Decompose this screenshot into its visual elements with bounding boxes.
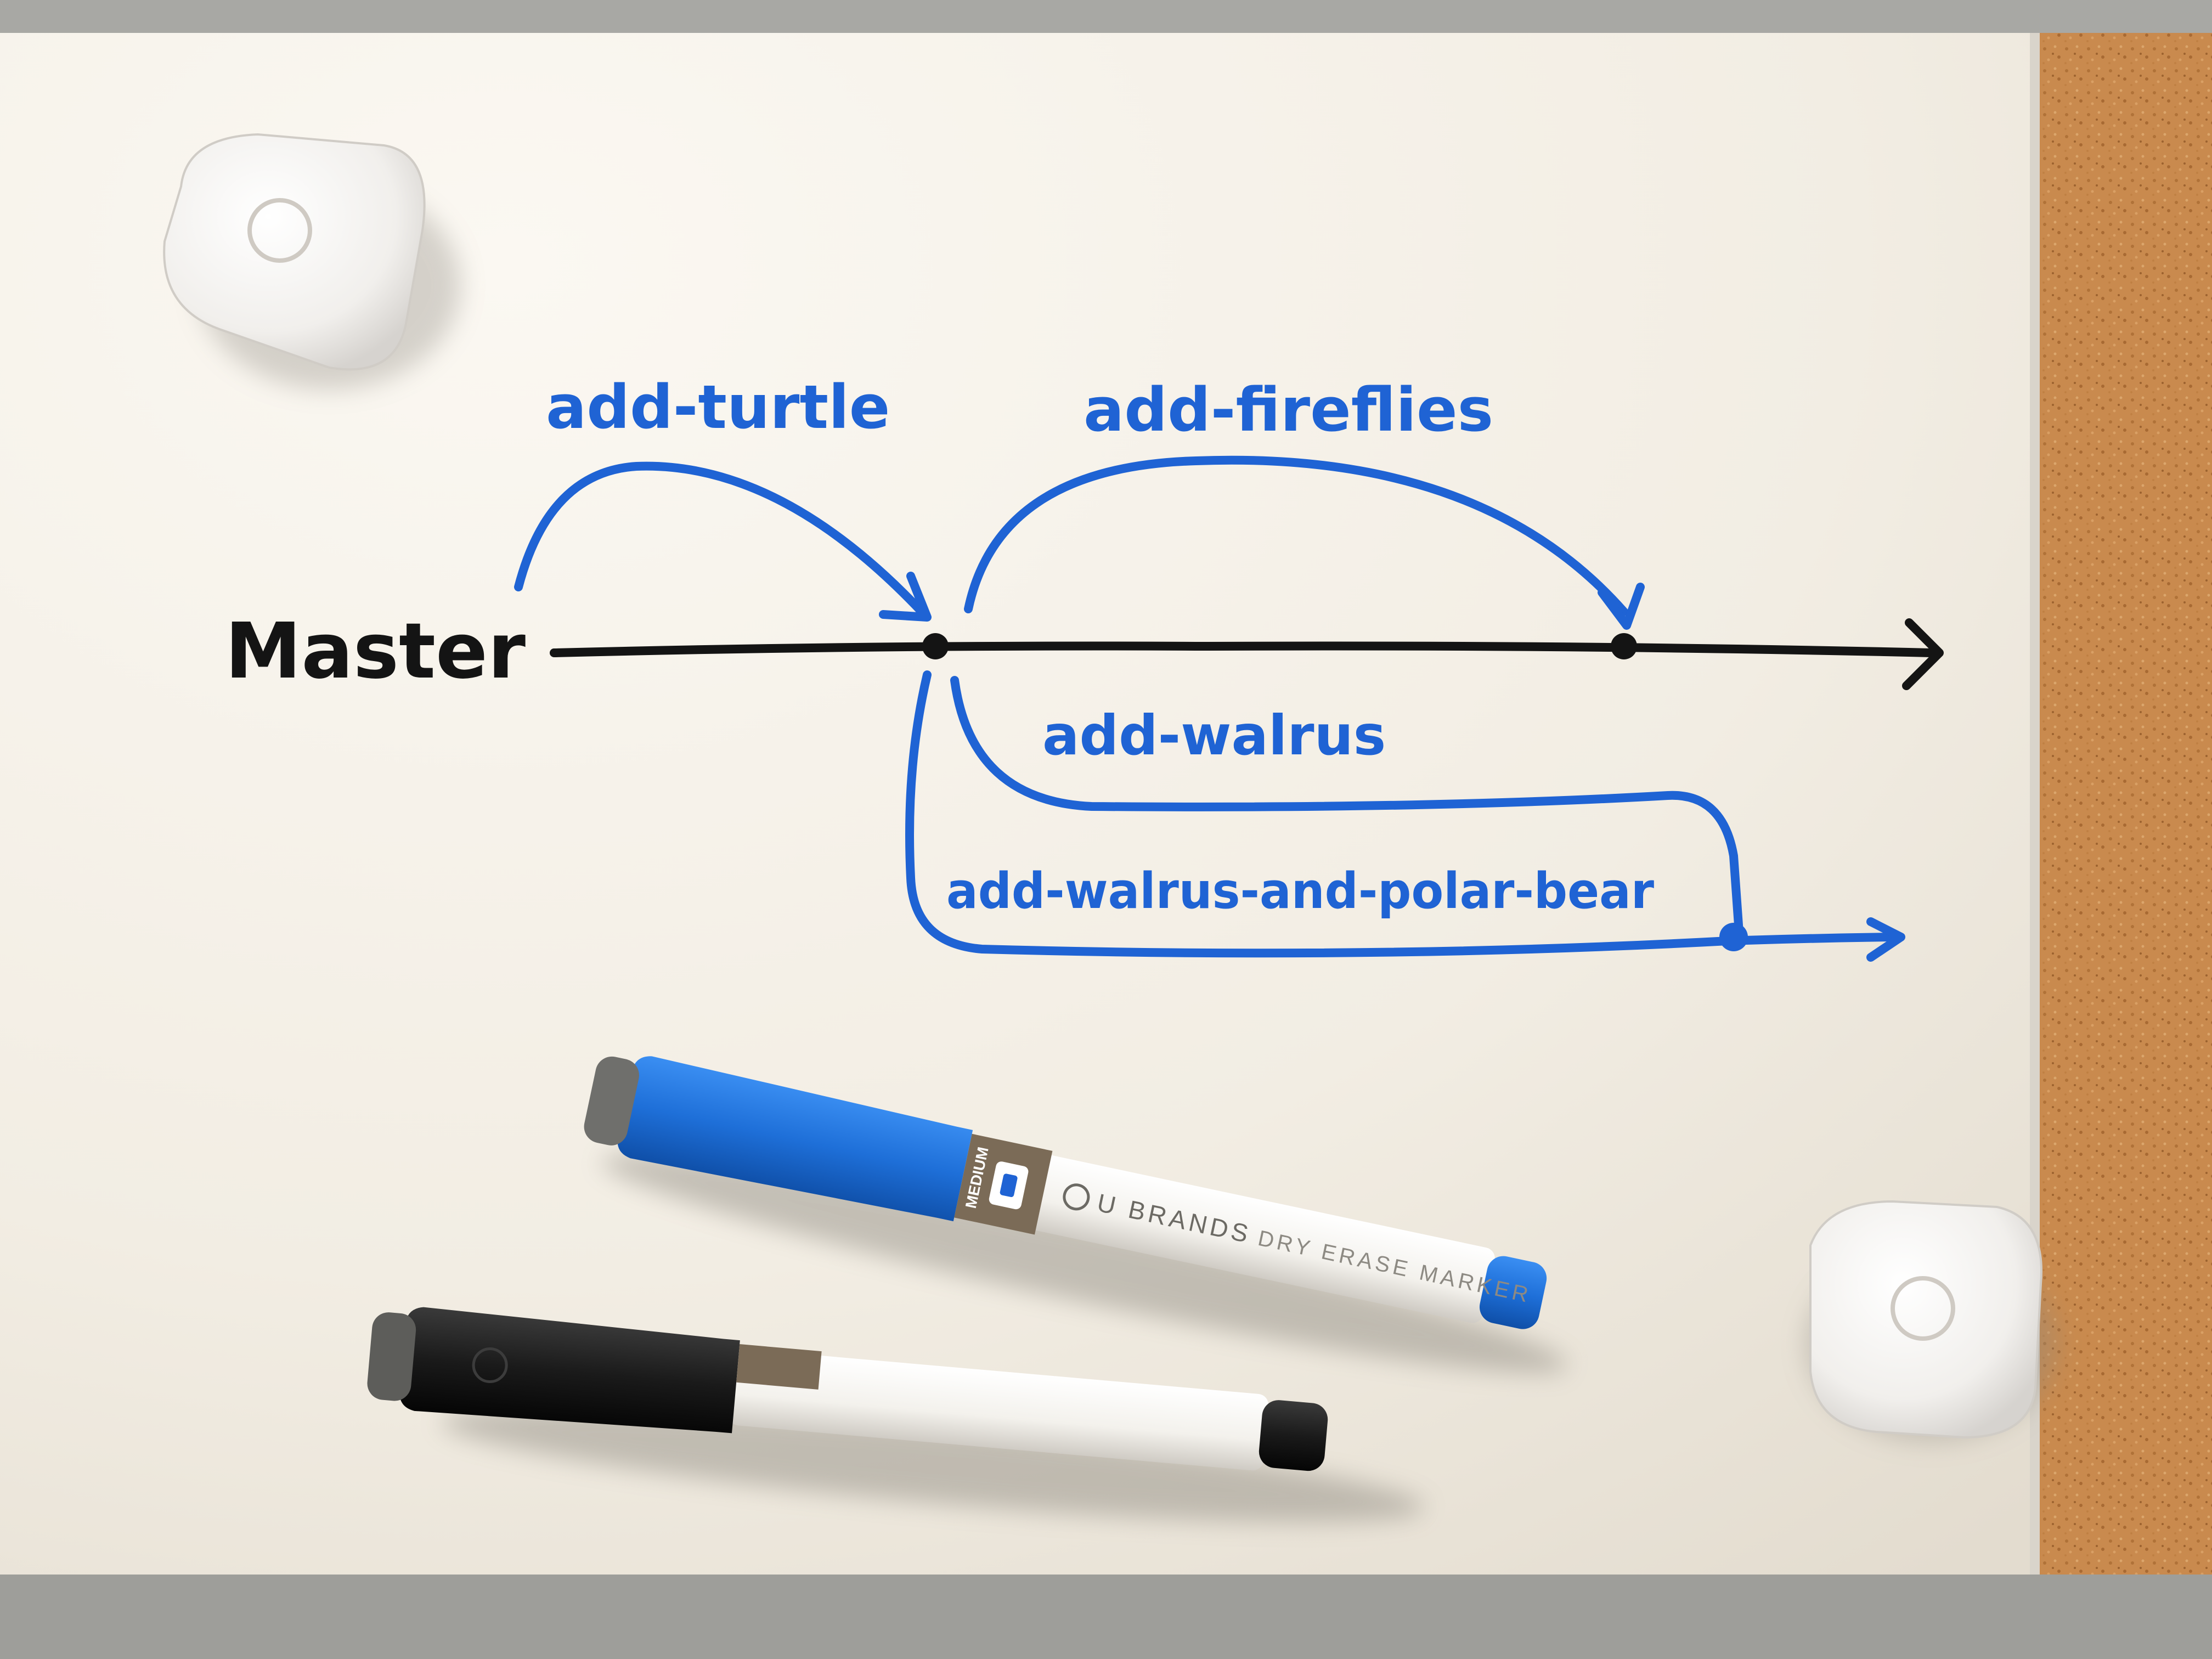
- black-marker-eraser-tip: [367, 1312, 416, 1401]
- master-label: Master: [225, 607, 526, 696]
- magnet-eraser-top-left: [163, 133, 461, 390]
- black-marker-barrel: [728, 1348, 1269, 1471]
- add-walrus-label: add-walrus: [1042, 703, 1386, 768]
- black-marker-end: [1259, 1400, 1328, 1471]
- frame-bottom: [0, 1569, 2212, 1659]
- blue-marker-end: [1479, 1256, 1547, 1329]
- polar-bear-arrowhead: [1866, 917, 1905, 962]
- magnet-eraser-bottom-right: [1805, 1200, 2057, 1443]
- merge-dot: [1719, 923, 1748, 951]
- u-brands-logo-icon: [1063, 1183, 1090, 1211]
- blue-marker-barrel: [951, 1139, 1495, 1323]
- add-walrus-and-polar-bear-branch: [905, 670, 1897, 958]
- black-marker-band: [736, 1344, 822, 1390]
- cork-board: [2035, 33, 2212, 1575]
- add-turtle-label: add-turtle: [546, 372, 890, 442]
- master-arrowhead: [1902, 618, 1944, 690]
- add-turtle-arrowhead: [879, 572, 932, 622]
- commit-dot-1: [922, 633, 949, 659]
- commit-dot-2: [1611, 633, 1637, 659]
- add-fireflies-label: add-fireflies: [1084, 375, 1493, 445]
- blue-marker: MEDIUM U BRANDS DRY ERASE MARKER: [584, 1056, 1568, 1373]
- blue-marker-eraser-tip: [584, 1056, 639, 1146]
- black-marker-logo-icon: [472, 1347, 508, 1384]
- frame-top: [0, 0, 2212, 38]
- add-turtle-arc: [514, 461, 926, 616]
- blue-marker-cap: [617, 1056, 973, 1222]
- cork-divider: [2030, 33, 2040, 1575]
- add-walrus-branch: [950, 676, 1743, 937]
- add-fireflies-arrowhead: [1598, 583, 1645, 630]
- master-line: [550, 641, 1936, 657]
- git-diagram: Master add-turtle add-fireflies add-walr…: [225, 372, 1944, 962]
- add-fireflies-arc: [964, 455, 1628, 616]
- add-walrus-and-polar-bear-label: add-walrus-and-polar-bear: [946, 862, 1655, 920]
- black-marker: [367, 1307, 1425, 1522]
- black-marker-cap: [399, 1307, 740, 1434]
